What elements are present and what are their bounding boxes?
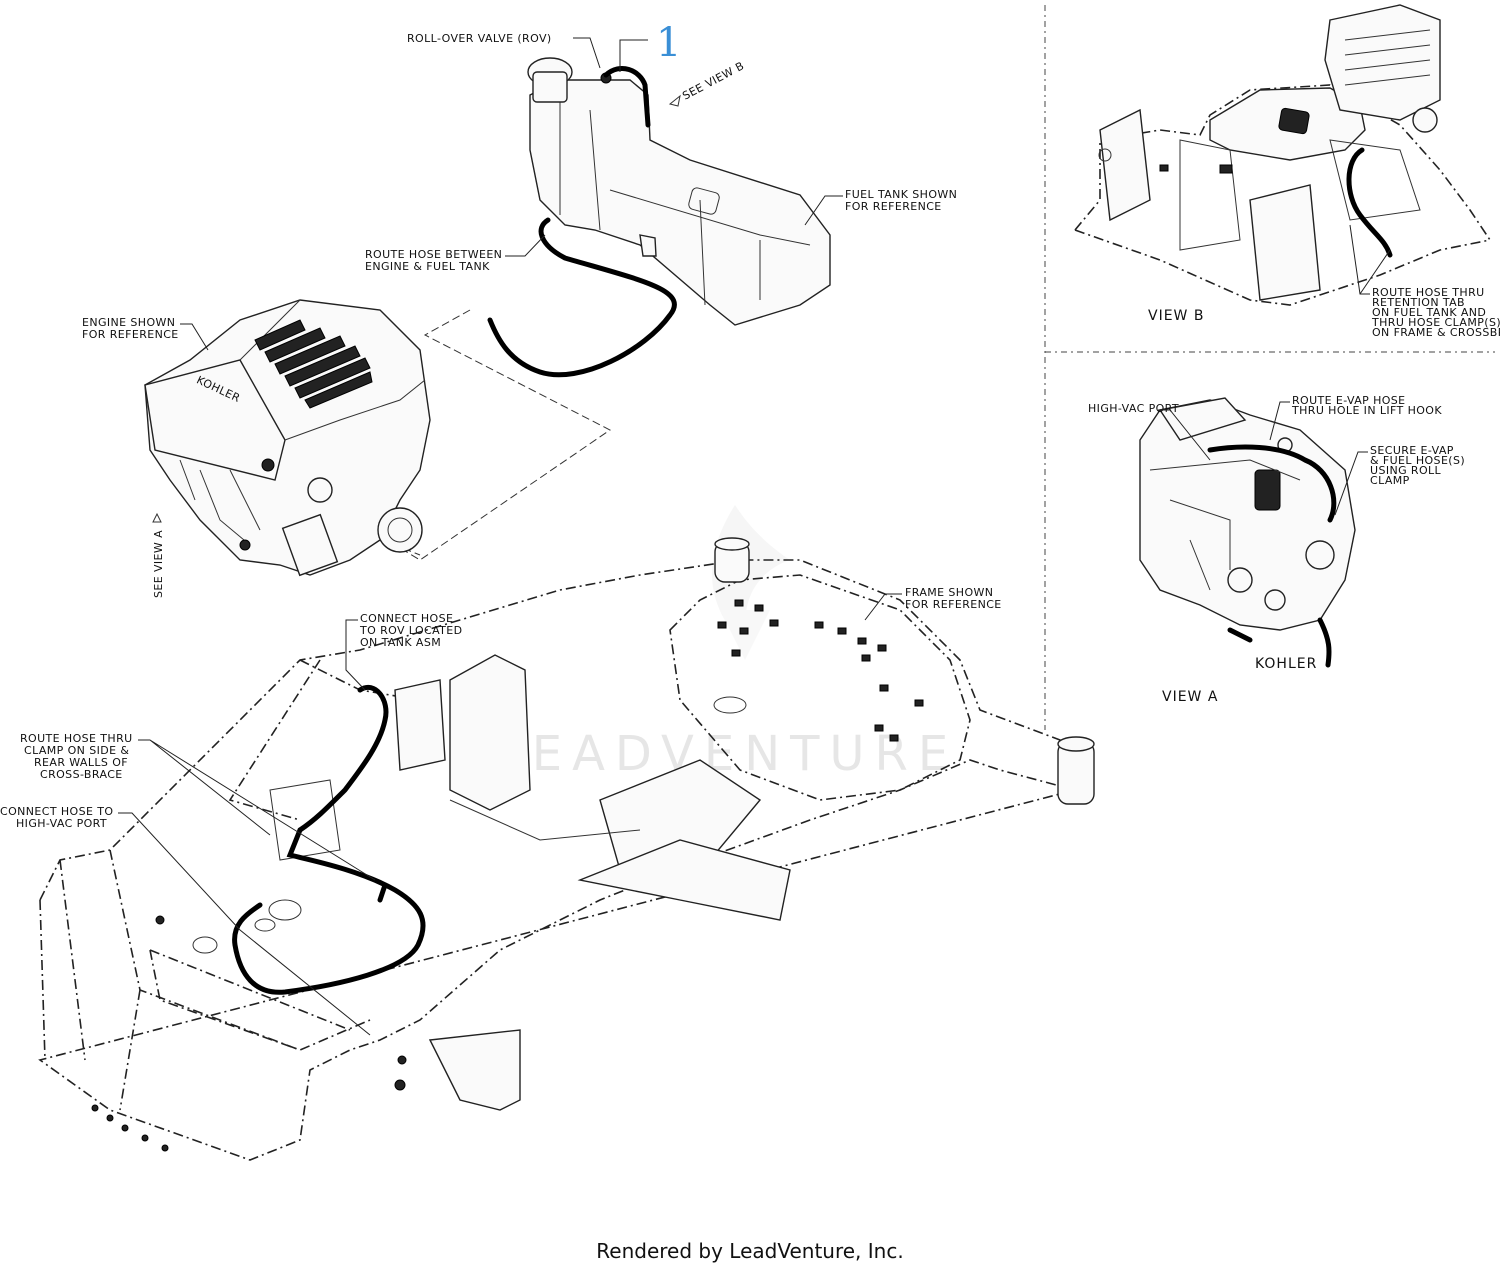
label-secure-evap-2: & FUEL HOSE(S): [1370, 454, 1465, 467]
view-b-title: VIEW B: [1148, 308, 1204, 324]
label-view-b-route-1: ROUTE HOSE THRU: [1372, 286, 1485, 299]
label-kohler: KOHLER: [1255, 656, 1317, 672]
label-engine-1: ENGINE SHOWN: [82, 316, 175, 329]
fuel-hose-between: [487, 217, 677, 378]
label-see-view-b: SEE VIEW B: [680, 59, 746, 102]
frame-hose-clamp: [232, 827, 426, 995]
view-a-title: VIEW A: [1162, 689, 1218, 705]
view-b-illustration: [1074, 4, 1491, 306]
label-connect-highvac-2: HIGH-VAC PORT: [16, 817, 107, 830]
label-fuel-tank-1: FUEL TANK SHOWN: [845, 188, 957, 201]
label-secure-evap-1: SECURE E-VAP: [1370, 444, 1454, 457]
label-frame-2: FOR REFERENCE: [905, 598, 1002, 611]
view-a-illustration: [1139, 397, 1356, 668]
label-connect-highvac-1: CONNECT HOSE TO: [0, 805, 113, 818]
label-engine-2: FOR REFERENCE: [82, 328, 179, 341]
engine-illustration: KOHLER: [144, 299, 431, 577]
label-route-evap-2: THRU HOLE IN LIFT HOOK: [1291, 404, 1442, 417]
view-b-hose: [1346, 147, 1393, 258]
label-secure-evap-4: CLAMP: [1370, 474, 1410, 487]
label-connect-rov-2: TO ROV LOCATED: [359, 624, 463, 637]
watermark-text: LEADVENTURE: [495, 726, 958, 782]
label-high-vac-port: HIGH-VAC PORT: [1088, 402, 1179, 415]
label-route-between-2: ENGINE & FUEL TANK: [365, 260, 490, 273]
frame-illustration: [38, 537, 1095, 1161]
label-connect-rov-1: CONNECT HOSE: [360, 612, 453, 625]
label-route-evap-1: ROUTE E-VAP HOSE: [1292, 394, 1406, 407]
label-see-view-a: SEE VIEW A: [152, 530, 165, 598]
label-route-between-1: ROUTE HOSE BETWEEN: [365, 248, 502, 261]
label-route-clamp-4: CROSS-BRACE: [40, 768, 123, 781]
label-rov: ROLL-OVER VALVE (ROV): [407, 32, 552, 45]
label-view-b-route-2: RETENTION TAB: [1372, 296, 1465, 309]
footer-credit: Rendered by LeadVenture, Inc.: [596, 1239, 903, 1263]
deck-slots: [717, 599, 924, 742]
label-view-b-route-5: ON FRAME & CROSSBRAC: [1372, 326, 1500, 339]
callout-number-1[interactable]: 1: [656, 20, 681, 66]
label-route-clamp-2: CLAMP ON SIDE &: [24, 744, 129, 757]
label-connect-rov-3: ON TANK ASM: [360, 636, 441, 649]
label-frame-1: FRAME SHOWN: [905, 586, 993, 599]
label-secure-evap-3: USING ROLL: [1370, 464, 1442, 477]
engine-cooling-grille: [254, 319, 373, 409]
frame-hose-highvac: [377, 882, 388, 903]
frame-bolt-holes: [91, 1104, 169, 1152]
oil-filter-icon: [377, 507, 423, 553]
frame-hose-rov: [297, 685, 389, 833]
fuel-tank-illustration: [527, 57, 831, 326]
label-route-clamp-3: REAR WALLS OF: [34, 756, 128, 769]
label-view-b-route-3: ON FUEL TANK AND: [1372, 306, 1486, 319]
rov-hose: [603, 66, 651, 128]
view-a-hose: [1207, 444, 1337, 523]
label-route-clamp-1: ROUTE HOSE THRU: [20, 732, 133, 745]
label-view-b-route-4: THRU HOSE CLAMP(S): [1371, 316, 1500, 329]
label-fuel-tank-2: FOR REFERENCE: [845, 200, 942, 213]
